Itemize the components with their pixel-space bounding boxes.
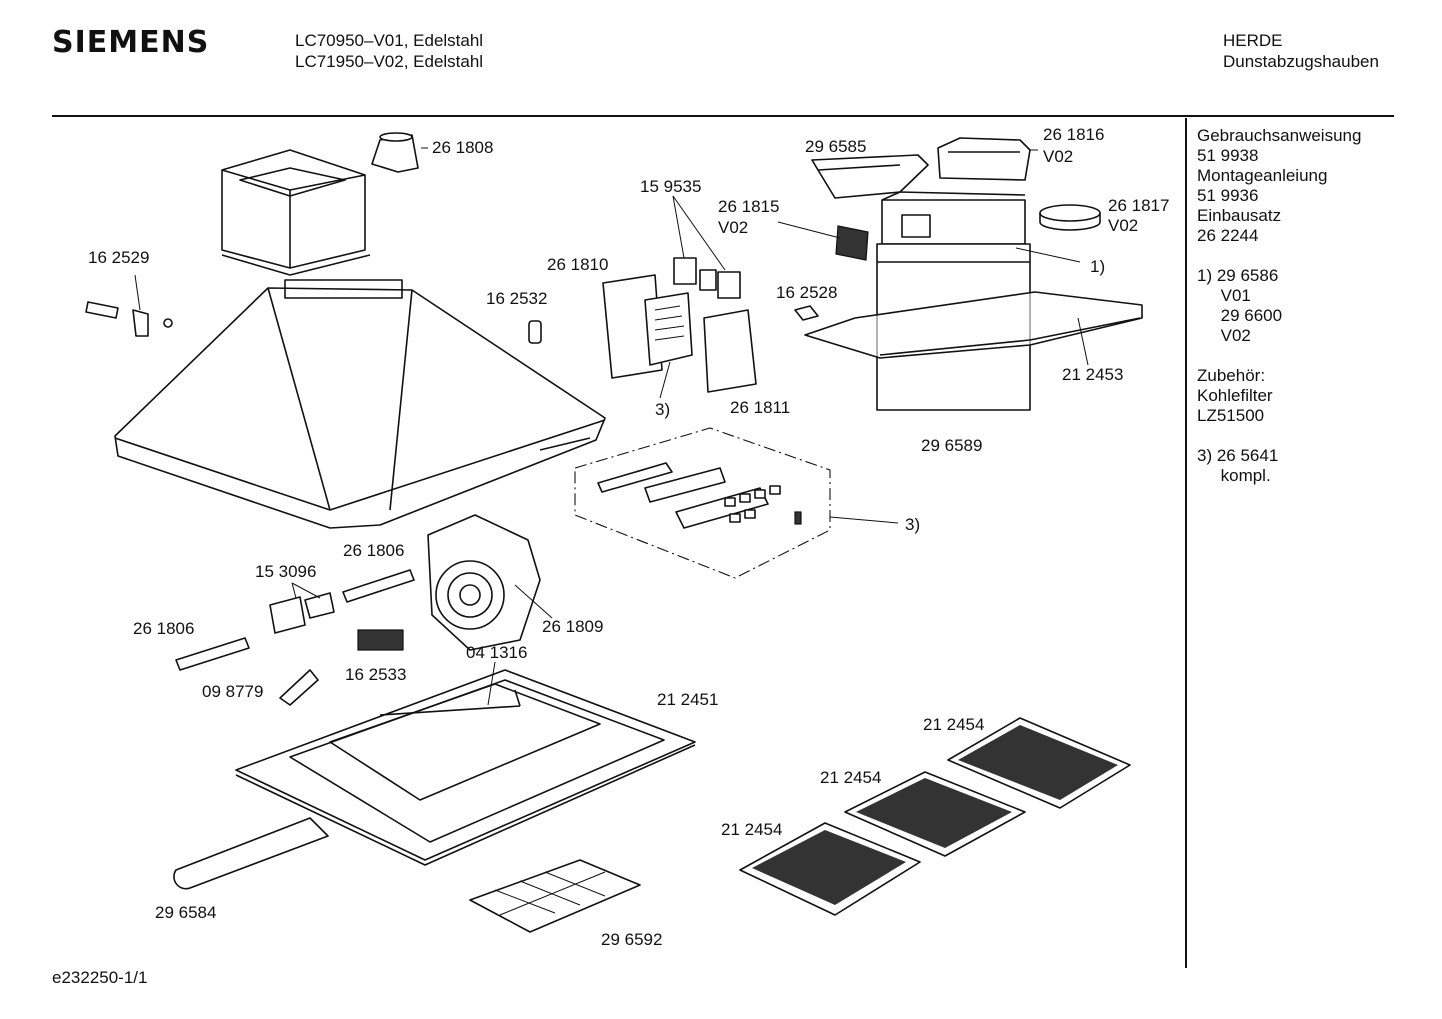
part-hood [114,279,606,529]
label-ref3-controls: 3) [905,515,921,534]
category-line-2: Dunstabzugshauben [1223,52,1379,71]
side-line: LZ51500 [1197,406,1265,425]
label-261815-variant: V02 [718,218,749,237]
side-line: 51 9938 [1197,146,1259,165]
label-296584: 29 6584 [155,903,217,922]
label-162532: 16 2532 [486,289,548,308]
label-261808: 26 1808 [432,138,494,157]
part-bottom-panel [235,669,696,866]
part-strip [279,669,319,706]
part-grille [835,225,869,261]
part-bracket [85,301,173,337]
part-lamps [175,569,415,671]
label-162533: 16 2533 [345,665,407,684]
side-line: 51 9936 [1197,186,1259,205]
part-electronics [602,274,693,379]
label-041316: 04 1316 [466,643,528,662]
part-fan-housing [937,137,1031,181]
label-296589: 29 6589 [921,436,983,455]
label-ref3-electronics: 3) [655,400,671,419]
label-098779: 09 8779 [202,682,264,701]
part-ring [1039,204,1101,231]
part-switches [673,257,741,299]
label-261806-left: 26 1806 [133,619,195,638]
side-line: Gebrauchsanweisung [1197,126,1362,145]
label-261817: 26 1817 [1108,196,1170,215]
label-ref1: 1) [1090,257,1106,276]
part-blower [427,514,541,651]
label-212451: 21 2451 [657,690,719,709]
model-line-1: LC70950–V01, Edelstahl [295,31,484,50]
label-296592: 29 6592 [601,930,663,949]
label-212454-top: 21 2454 [923,715,985,734]
label-212454-bottom: 21 2454 [721,820,783,839]
category: HERDE Dunstabzugshauben [1223,30,1379,72]
side-spacer [1197,426,1361,446]
brand-logo: SIEMENS [52,25,210,60]
part-adaptor-box [221,149,371,276]
part-capsule [528,320,542,344]
label-261815: 26 1815 [718,197,780,216]
part-control-group [574,427,831,579]
side-line: kompl. [1197,466,1271,485]
part-handle [173,817,329,890]
part-carbon-filters [739,717,1131,916]
part-terminal [357,629,404,651]
label-159535: 15 9535 [640,177,702,196]
side-line: 3) 26 5641 [1197,446,1279,465]
part-tray [804,291,1143,359]
label-296585: 29 6585 [805,137,867,156]
label-261811: 26 1811 [730,398,791,417]
label-212453: 21 2453 [1062,365,1124,384]
side-line: Einbausatz [1197,206,1282,225]
label-261806-top: 26 1806 [343,541,405,560]
label-261816: 26 1816 [1043,125,1105,144]
side-line: Kohlefilter [1197,386,1273,405]
side-spacer [1197,246,1361,266]
part-cap [371,132,419,173]
label-261816-variant: V02 [1043,147,1074,166]
side-line: Zubehör: [1197,366,1266,385]
label-153096: 15 3096 [255,562,317,581]
part-clip [794,305,819,321]
label-162529: 16 2529 [88,248,150,267]
side-line: 26 2244 [1197,226,1259,245]
label-261809: 26 1809 [542,617,604,636]
category-line-1: HERDE [1223,31,1283,50]
doc-id: e232250-1/1 [52,968,148,987]
model-list: LC70950–V01, Edelstahl LC71950–V02, Edel… [295,30,483,72]
label-261817-variant: V02 [1108,216,1139,235]
side-panel: Gebrauchsanweisung 51 9938 Montageanleiu… [1197,126,1361,486]
side-spacer [1197,346,1361,366]
side-line: Montageanleiung [1197,166,1328,185]
side-line: V01 [1197,286,1251,305]
side-line: V02 [1197,326,1251,345]
side-line: 29 6600 [1197,306,1283,325]
model-line-2: LC71950–V02, Edelstahl [295,52,484,71]
label-212454-middle: 21 2454 [820,768,882,787]
side-line: 1) 29 6586 [1197,266,1279,285]
label-261810: 26 1810 [547,255,609,274]
part-chimney-bracket [811,154,929,199]
part-grease-filter [469,859,641,933]
label-162528: 16 2528 [776,283,838,302]
part-cover-plate [703,309,757,393]
